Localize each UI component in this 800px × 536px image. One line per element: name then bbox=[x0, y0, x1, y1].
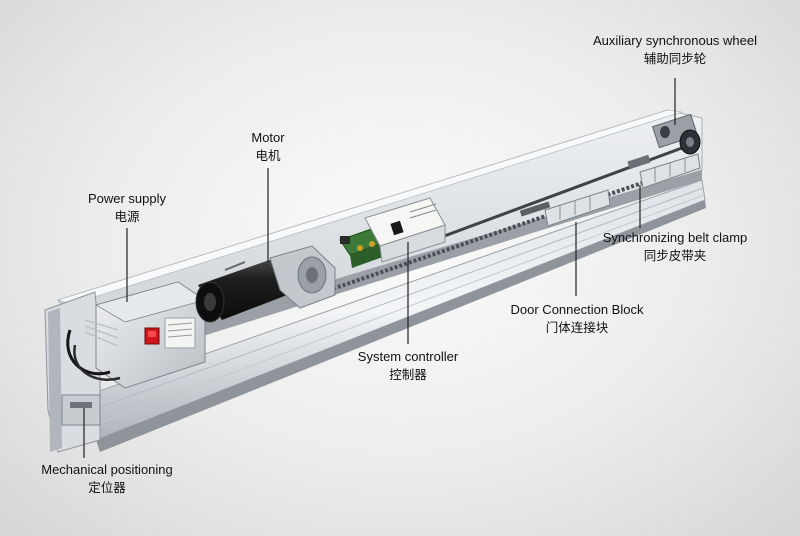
belt-clamp-carriage bbox=[627, 153, 701, 189]
callout-zh: 电源 bbox=[114, 209, 140, 225]
label-text-line bbox=[167, 328, 193, 332]
callout-en: Motor bbox=[251, 130, 285, 145]
auxiliary-wheel bbox=[651, 113, 701, 155]
label-text-line bbox=[167, 322, 193, 326]
callout-en: Door Connection Block bbox=[510, 302, 644, 317]
rail-bottom-edge bbox=[96, 200, 706, 452]
rail-groove bbox=[91, 187, 704, 411]
callout-zh: 辅助同步轮 bbox=[643, 51, 707, 67]
callout-auxiliary-wheel: Auxiliary synchronous wheel 辅助同步轮 bbox=[570, 33, 780, 67]
callout-zh: 控制器 bbox=[389, 367, 427, 383]
callout-power-supply: Power supply 电源 bbox=[72, 191, 182, 225]
power-switch-rocker bbox=[148, 331, 156, 337]
callout-door-block: Door Connection Block 门体连接块 bbox=[492, 302, 662, 336]
positioner-slot bbox=[70, 402, 92, 408]
label-text-line bbox=[167, 334, 193, 338]
callout-positioner: Mechanical positioning 定位器 bbox=[22, 462, 192, 496]
callout-en: Mechanical positioning bbox=[41, 462, 173, 477]
callout-en: Power supply bbox=[87, 191, 167, 206]
power-cable bbox=[73, 344, 121, 381]
leader-lines bbox=[83, 78, 676, 458]
motor bbox=[195, 245, 336, 323]
callout-zh: 同步皮带夹 bbox=[643, 248, 707, 264]
terminal-wires bbox=[84, 319, 119, 347]
callout-controller: System controller 控制器 bbox=[338, 349, 478, 383]
callout-zh: 门体连接块 bbox=[545, 320, 609, 336]
callout-en: Auxiliary synchronous wheel bbox=[592, 33, 758, 48]
callout-en: System controller bbox=[357, 349, 459, 364]
rail-groove bbox=[93, 194, 705, 426]
end-cap-face bbox=[48, 308, 62, 452]
power-supply-label bbox=[164, 317, 196, 349]
system-controller bbox=[339, 197, 446, 268]
callout-en: Synchronizing belt clamp bbox=[602, 230, 748, 245]
callout-motor: Motor 电机 bbox=[228, 130, 308, 164]
callout-belt-clamp: Synchronizing belt clamp 同步皮带夹 bbox=[585, 230, 765, 264]
callout-zh: 定位器 bbox=[88, 480, 126, 496]
positioner-block bbox=[61, 394, 101, 426]
toothed-belt bbox=[299, 168, 681, 302]
door-connection-carriage bbox=[519, 189, 611, 227]
callout-zh: 电机 bbox=[255, 148, 281, 164]
